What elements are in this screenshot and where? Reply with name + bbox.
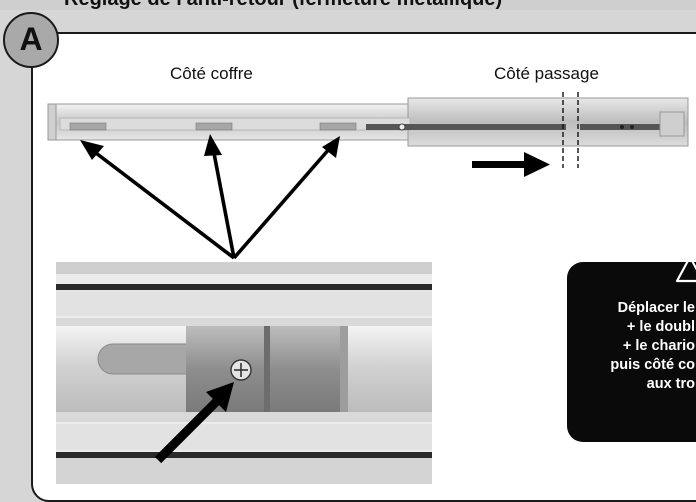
rail-clip [69,122,357,131]
note-line-4: puis côté co [610,357,695,373]
label-side-trunk: Côté coffre [170,64,253,83]
instruction-note: Déplacer le + le doubl + le chario puis … [567,255,696,442]
label-side-passage: Côté passage [494,64,599,83]
step-badge: A [3,12,59,68]
screw-icon [230,359,252,381]
note-line-5: aux tro [646,376,695,392]
step-badge-letter: A [19,20,43,57]
zoom-detail [56,262,432,484]
page-title: Réglage de l'anti-retour (fermeture méta… [64,0,502,11]
note-line-3: + le chario [622,338,695,354]
title-strip [0,0,696,10]
note-line-1: Déplacer le [617,300,695,316]
screw-pointer-arrow [154,382,234,464]
warning-icon [675,255,696,283]
zoom-illustration [56,262,432,484]
pointer-arrows [90,146,332,260]
note-line-2: + le doubl [626,319,695,335]
rail-illustration [47,92,689,260]
right-arrow [472,152,550,177]
rail-slider [407,97,689,147]
